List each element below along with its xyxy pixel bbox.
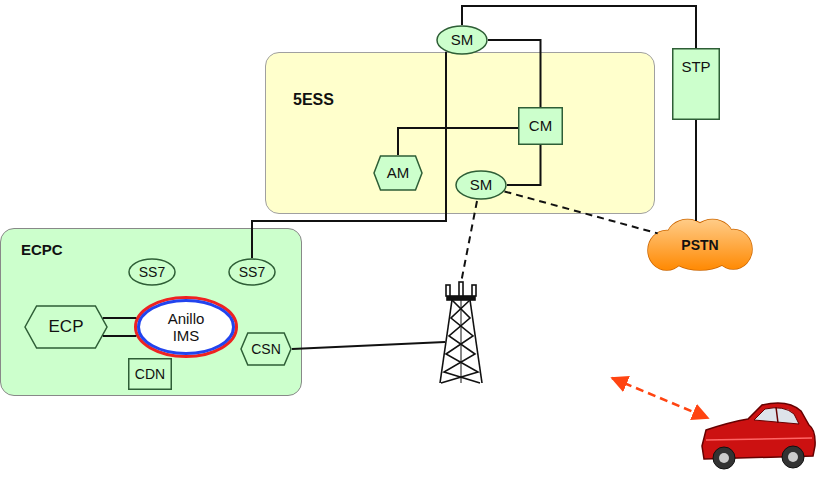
cloud-shape xyxy=(648,220,752,270)
signalling-node: SS7 xyxy=(128,258,176,286)
radio-trunk-line xyxy=(460,201,477,288)
node-label: CSN xyxy=(251,341,281,357)
node-label: PSTN xyxy=(681,237,718,253)
node-label: SM xyxy=(451,31,474,48)
radio-link-arrow xyxy=(612,378,708,418)
communication-module: CM xyxy=(518,107,563,145)
ring-bus: Anillo IMS xyxy=(134,296,238,358)
rect-outline xyxy=(673,49,720,120)
database-node: CDN xyxy=(128,358,172,390)
node-label: SS7 xyxy=(239,264,265,280)
switch-module: SM xyxy=(455,170,507,200)
frame-title: 5ESS xyxy=(293,91,334,109)
node-label: ECP xyxy=(49,317,84,337)
switch-module: SM xyxy=(436,25,488,55)
rect-outline xyxy=(129,359,172,390)
node-label: CDN xyxy=(135,366,165,382)
connector-line xyxy=(103,335,136,337)
connector-line xyxy=(695,120,697,221)
data-link-line xyxy=(292,342,445,349)
ellipse-outline xyxy=(229,259,275,285)
ring-inner xyxy=(139,301,234,354)
cell-site-node: CSN xyxy=(240,332,292,366)
cloud-shape xyxy=(648,220,752,270)
hexagon-outline xyxy=(241,333,291,365)
hexagon-outline xyxy=(374,156,422,190)
node-label: AM xyxy=(387,164,410,181)
car-illustration xyxy=(702,403,815,469)
network-cloud: PSTN xyxy=(648,219,752,271)
cloud-lobe xyxy=(669,237,731,270)
rect-outline xyxy=(519,108,563,145)
ellipse-outline xyxy=(129,259,175,285)
cell-tower xyxy=(440,282,482,383)
node-label: SM xyxy=(470,176,493,193)
ellipse-outline xyxy=(456,171,506,199)
frame-title: ECPC xyxy=(21,241,63,258)
cloud-lobe xyxy=(669,237,731,270)
node-label: STP xyxy=(681,58,710,75)
control-frame: ECPC SS7 SS7ECP Anillo IMS CDN CSN xyxy=(0,228,302,396)
node-label: SS7 xyxy=(139,264,165,280)
node-label: Anillo IMS xyxy=(158,310,214,345)
connector-line xyxy=(462,6,696,48)
node-label: CM xyxy=(529,117,552,134)
signalling-node: SS7 xyxy=(228,258,276,286)
processor-node: ECP xyxy=(24,305,108,349)
admin-module: AM xyxy=(373,155,423,191)
switch-frame: 5ESSSMCMAMSM xyxy=(265,52,655,214)
connector-line xyxy=(103,317,136,319)
ring-outer xyxy=(136,298,237,357)
hexagon-outline xyxy=(25,306,107,348)
ellipse-outline xyxy=(437,26,487,54)
stp-box: STP xyxy=(672,48,720,120)
